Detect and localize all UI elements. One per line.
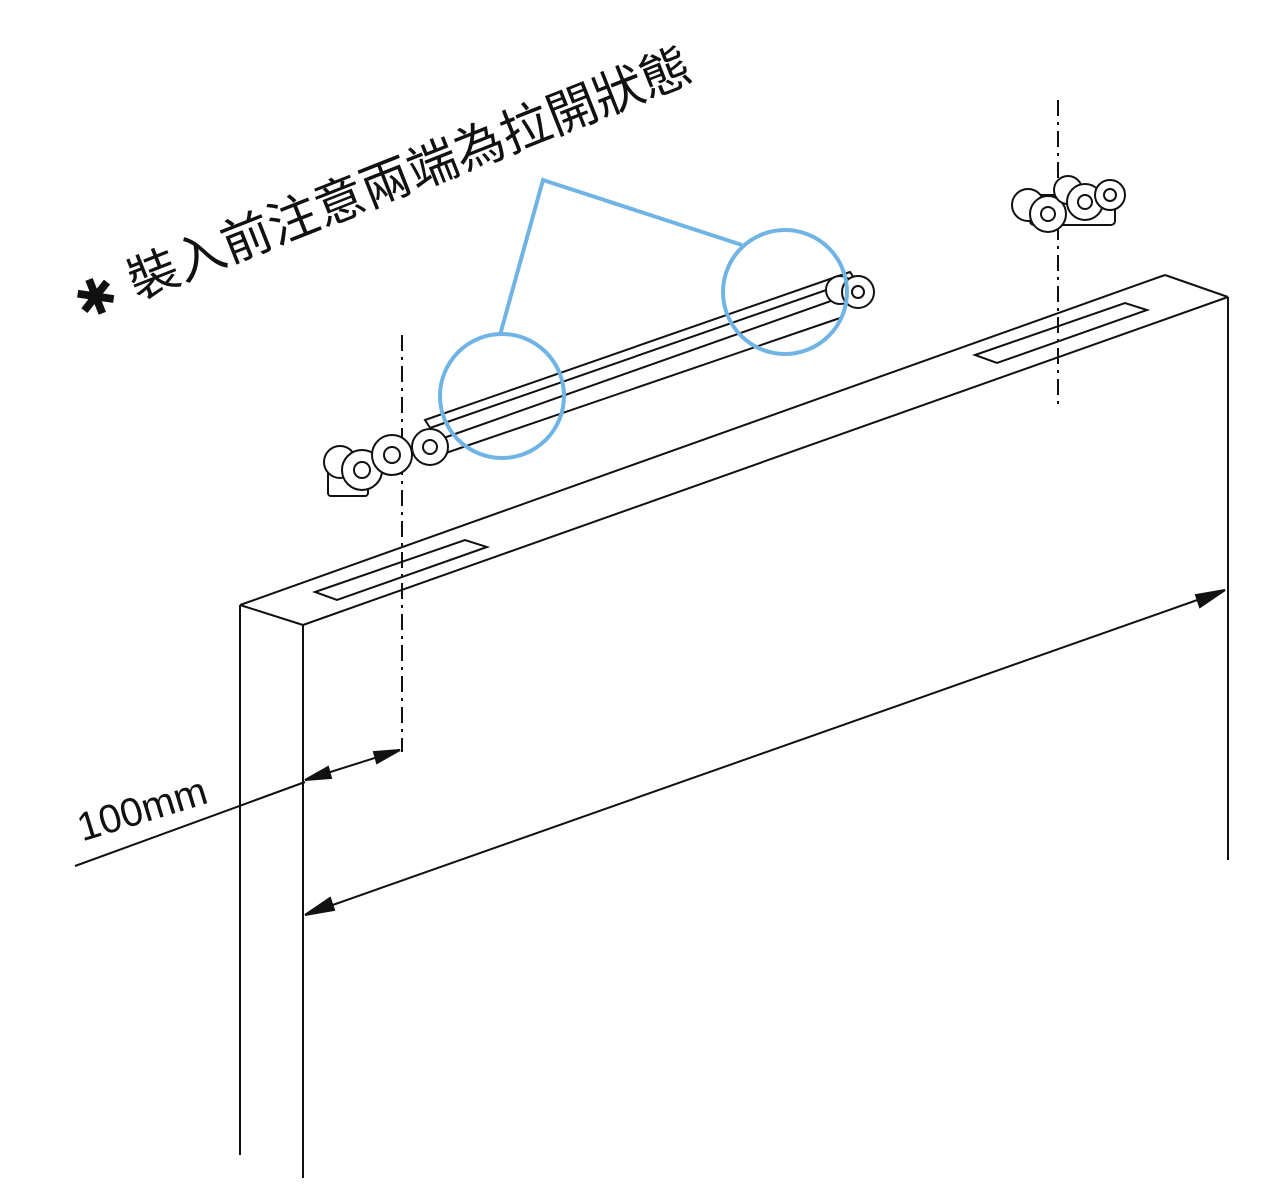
callout-circle-left [438, 332, 566, 460]
roller-assembly-right [1011, 175, 1126, 233]
callout-circle-right [721, 228, 849, 356]
width-dimension-arrow [304, 589, 1226, 916]
door-panel [239, 274, 1229, 1178]
offset-dimension-arrow [74, 749, 401, 867]
roller-assembly-left [323, 428, 449, 497]
roller-end-right [825, 275, 875, 309]
soft-close-track [423, 270, 864, 456]
callout-highlight [438, 177, 849, 460]
mortise-slot-right [972, 301, 1151, 365]
mortise-slot-left [312, 538, 491, 602]
